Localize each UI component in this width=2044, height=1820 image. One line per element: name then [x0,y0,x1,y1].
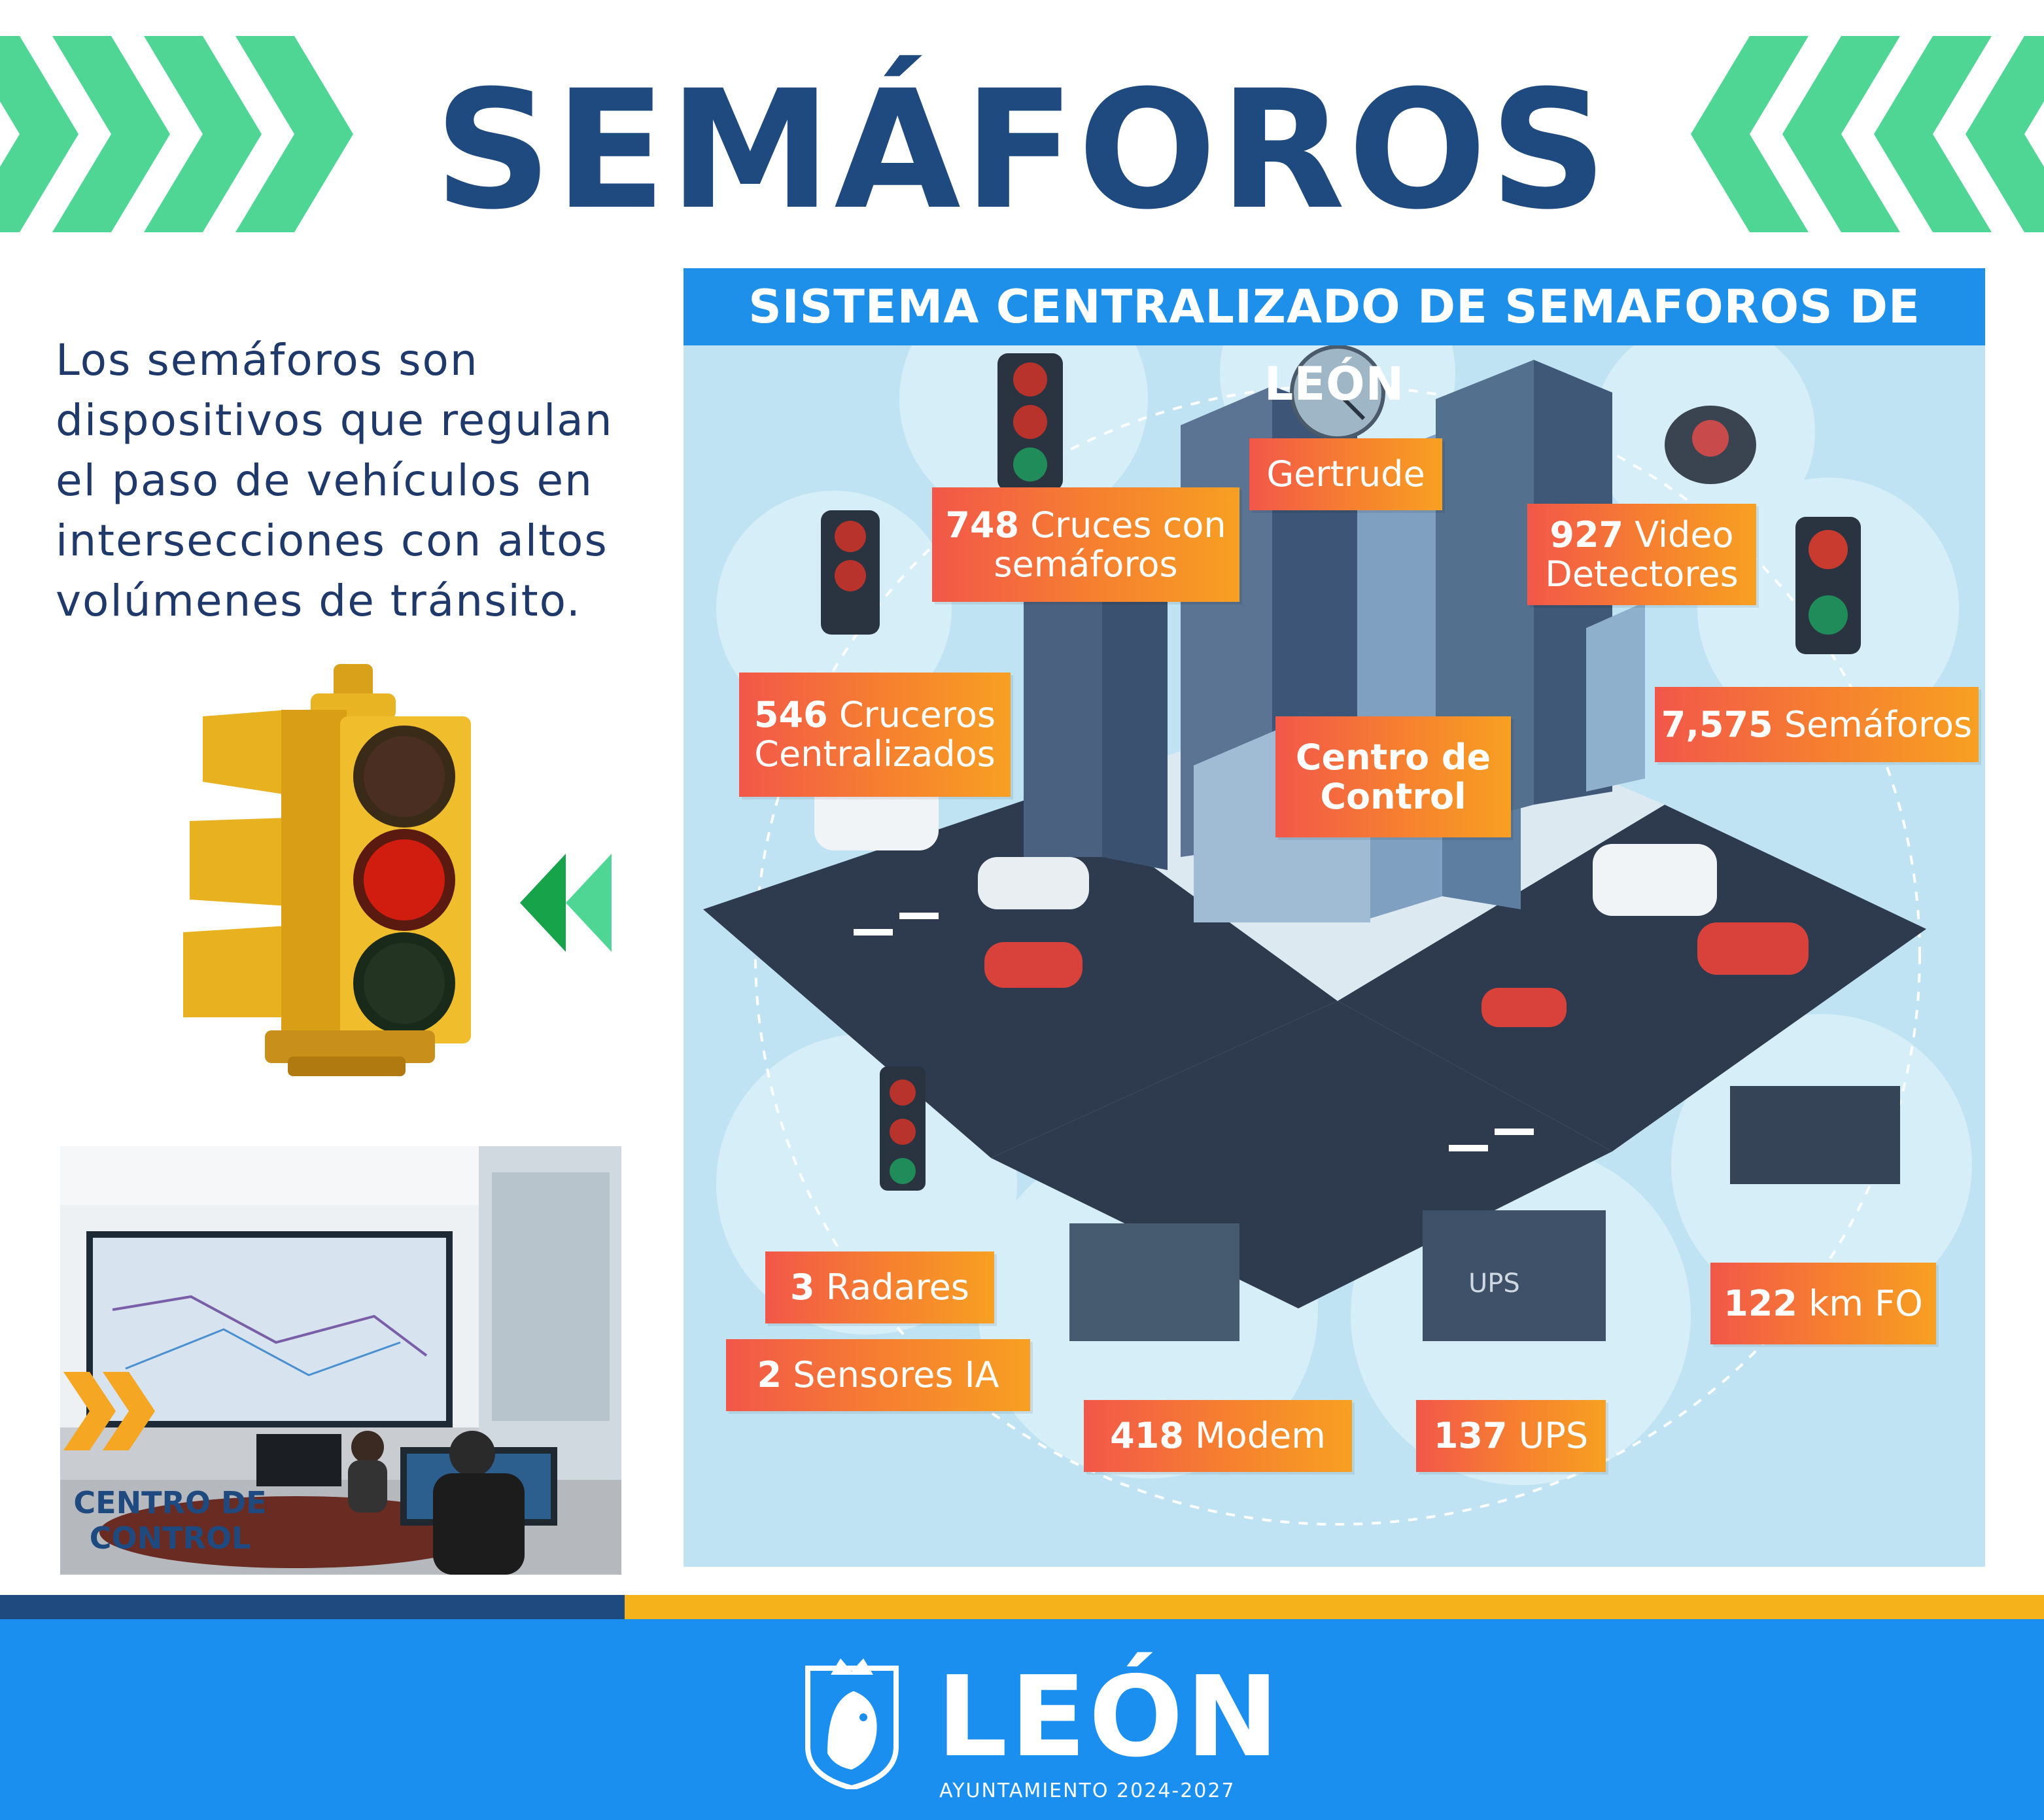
modem-value: 418 [1110,1415,1184,1456]
control-center-photo [60,1146,621,1575]
semaforos-value: 7,575 [1661,703,1773,745]
sensores-text: Sensores IA [793,1354,999,1395]
intro-line: Los semáforos son [56,335,479,385]
intro-line: volúmenes de tránsito. [56,576,581,626]
video-detectores-label: 927 Video Detectores [1527,504,1756,605]
ups-box-text: UPS [1468,1269,1520,1299]
radares-text: Radares [825,1267,969,1308]
cruceros-line: 546 Cruceros [739,695,1011,735]
control-center-label: CENTRO DE CONTROL [65,1485,275,1556]
radares-value: 3 [790,1267,815,1308]
double-chevron-left-icon [520,854,612,952]
cruces-text: Cruces con [1030,504,1226,546]
control-center-label-line: CONTROL [89,1520,251,1556]
modem-label: 418 Modem [1084,1400,1352,1472]
sensores-line: 2 Sensores IA [726,1356,1030,1395]
ups-line: 137 UPS [1416,1416,1606,1456]
sensores-label: 2 Sensores IA [726,1339,1030,1411]
video-line: 927 Video [1527,514,1756,555]
centro-line2: Control [1320,775,1466,817]
intro-line: el paso de vehículos en [56,455,593,506]
modem-text: Modem [1195,1415,1326,1456]
modem-line: 418 Modem [1084,1416,1352,1456]
footer-stripe-navy [0,1595,625,1619]
cruces-value: 748 [945,504,1020,546]
cruces-line2: semáforos [994,543,1178,585]
cruces-line: 748 Cruces con [932,504,1239,546]
control-room-scene [60,1146,621,1575]
right-chevrons-decoration [1691,36,2044,232]
centro-control-label: Centro de Control [1275,716,1511,837]
ups-label: 137 UPS [1416,1400,1606,1472]
system-panel-title: SISTEMA CENTRALIZADO DE SEMAFOROS DE LEÓ… [684,268,1985,411]
fibra-optica-label: 122 km FO [1710,1263,1936,1344]
fo-value: 122 [1724,1282,1797,1324]
intro-text: Los semáforos son dispositivos que regul… [56,330,644,631]
fo-line: 122 km FO [1710,1284,1936,1323]
gertrude-text: Gertrude [1266,453,1425,495]
cruceros-line2: Centralizados [754,733,996,775]
gertrude-label: Gertrude [1249,438,1442,510]
cruces-semaforos-label: 748 Cruces con semáforos [932,487,1239,602]
control-center-label-line: CENTRO DE [73,1485,267,1520]
system-infographic-panel: UPS Gertrude 748 Cruces con semáforos 92… [684,268,1985,1567]
ups-text: UPS [1518,1415,1589,1456]
photo-chevrons-decoration [63,1372,155,1450]
page-title: SEMÁFOROS [434,55,1610,245]
leon-crest-icon [805,1658,899,1789]
sensores-value: 2 [757,1354,782,1395]
semaforos-text: Semáforos [1784,703,1973,745]
left-chevrons-decoration [0,36,353,232]
radares-line: 3 Radares [765,1268,994,1307]
intro-line: intersecciones con altos [56,516,608,566]
radares-label: 3 Radares [765,1251,994,1323]
fo-text: km FO [1809,1282,1923,1324]
ups-value: 137 [1433,1415,1508,1456]
cruceros-value: 546 [754,694,828,735]
video-text: Video [1635,514,1734,555]
semaforos-line: 7,575 Semáforos [1655,705,1979,744]
traffic-light-illustration [183,664,471,1076]
cruceros-centralizados-label: 546 Cruceros Centralizados [739,673,1011,797]
footer-stripe-yellow [625,1595,2044,1619]
semaforos-count-label: 7,575 Semáforos [1655,687,1979,762]
footer-bar [0,1619,2044,1820]
intro-line: dispositivos que regulan [56,395,614,446]
centro-line1: Centro de [1295,736,1491,778]
footer-subtitle: AYUNTAMIENTO 2024-2027 [939,1779,1236,1802]
cruceros-text: Cruceros [839,694,996,735]
footer-logo-text: LEÓN [937,1653,1282,1782]
video-value: 927 [1550,514,1624,555]
video-line2: Detectores [1545,553,1739,595]
